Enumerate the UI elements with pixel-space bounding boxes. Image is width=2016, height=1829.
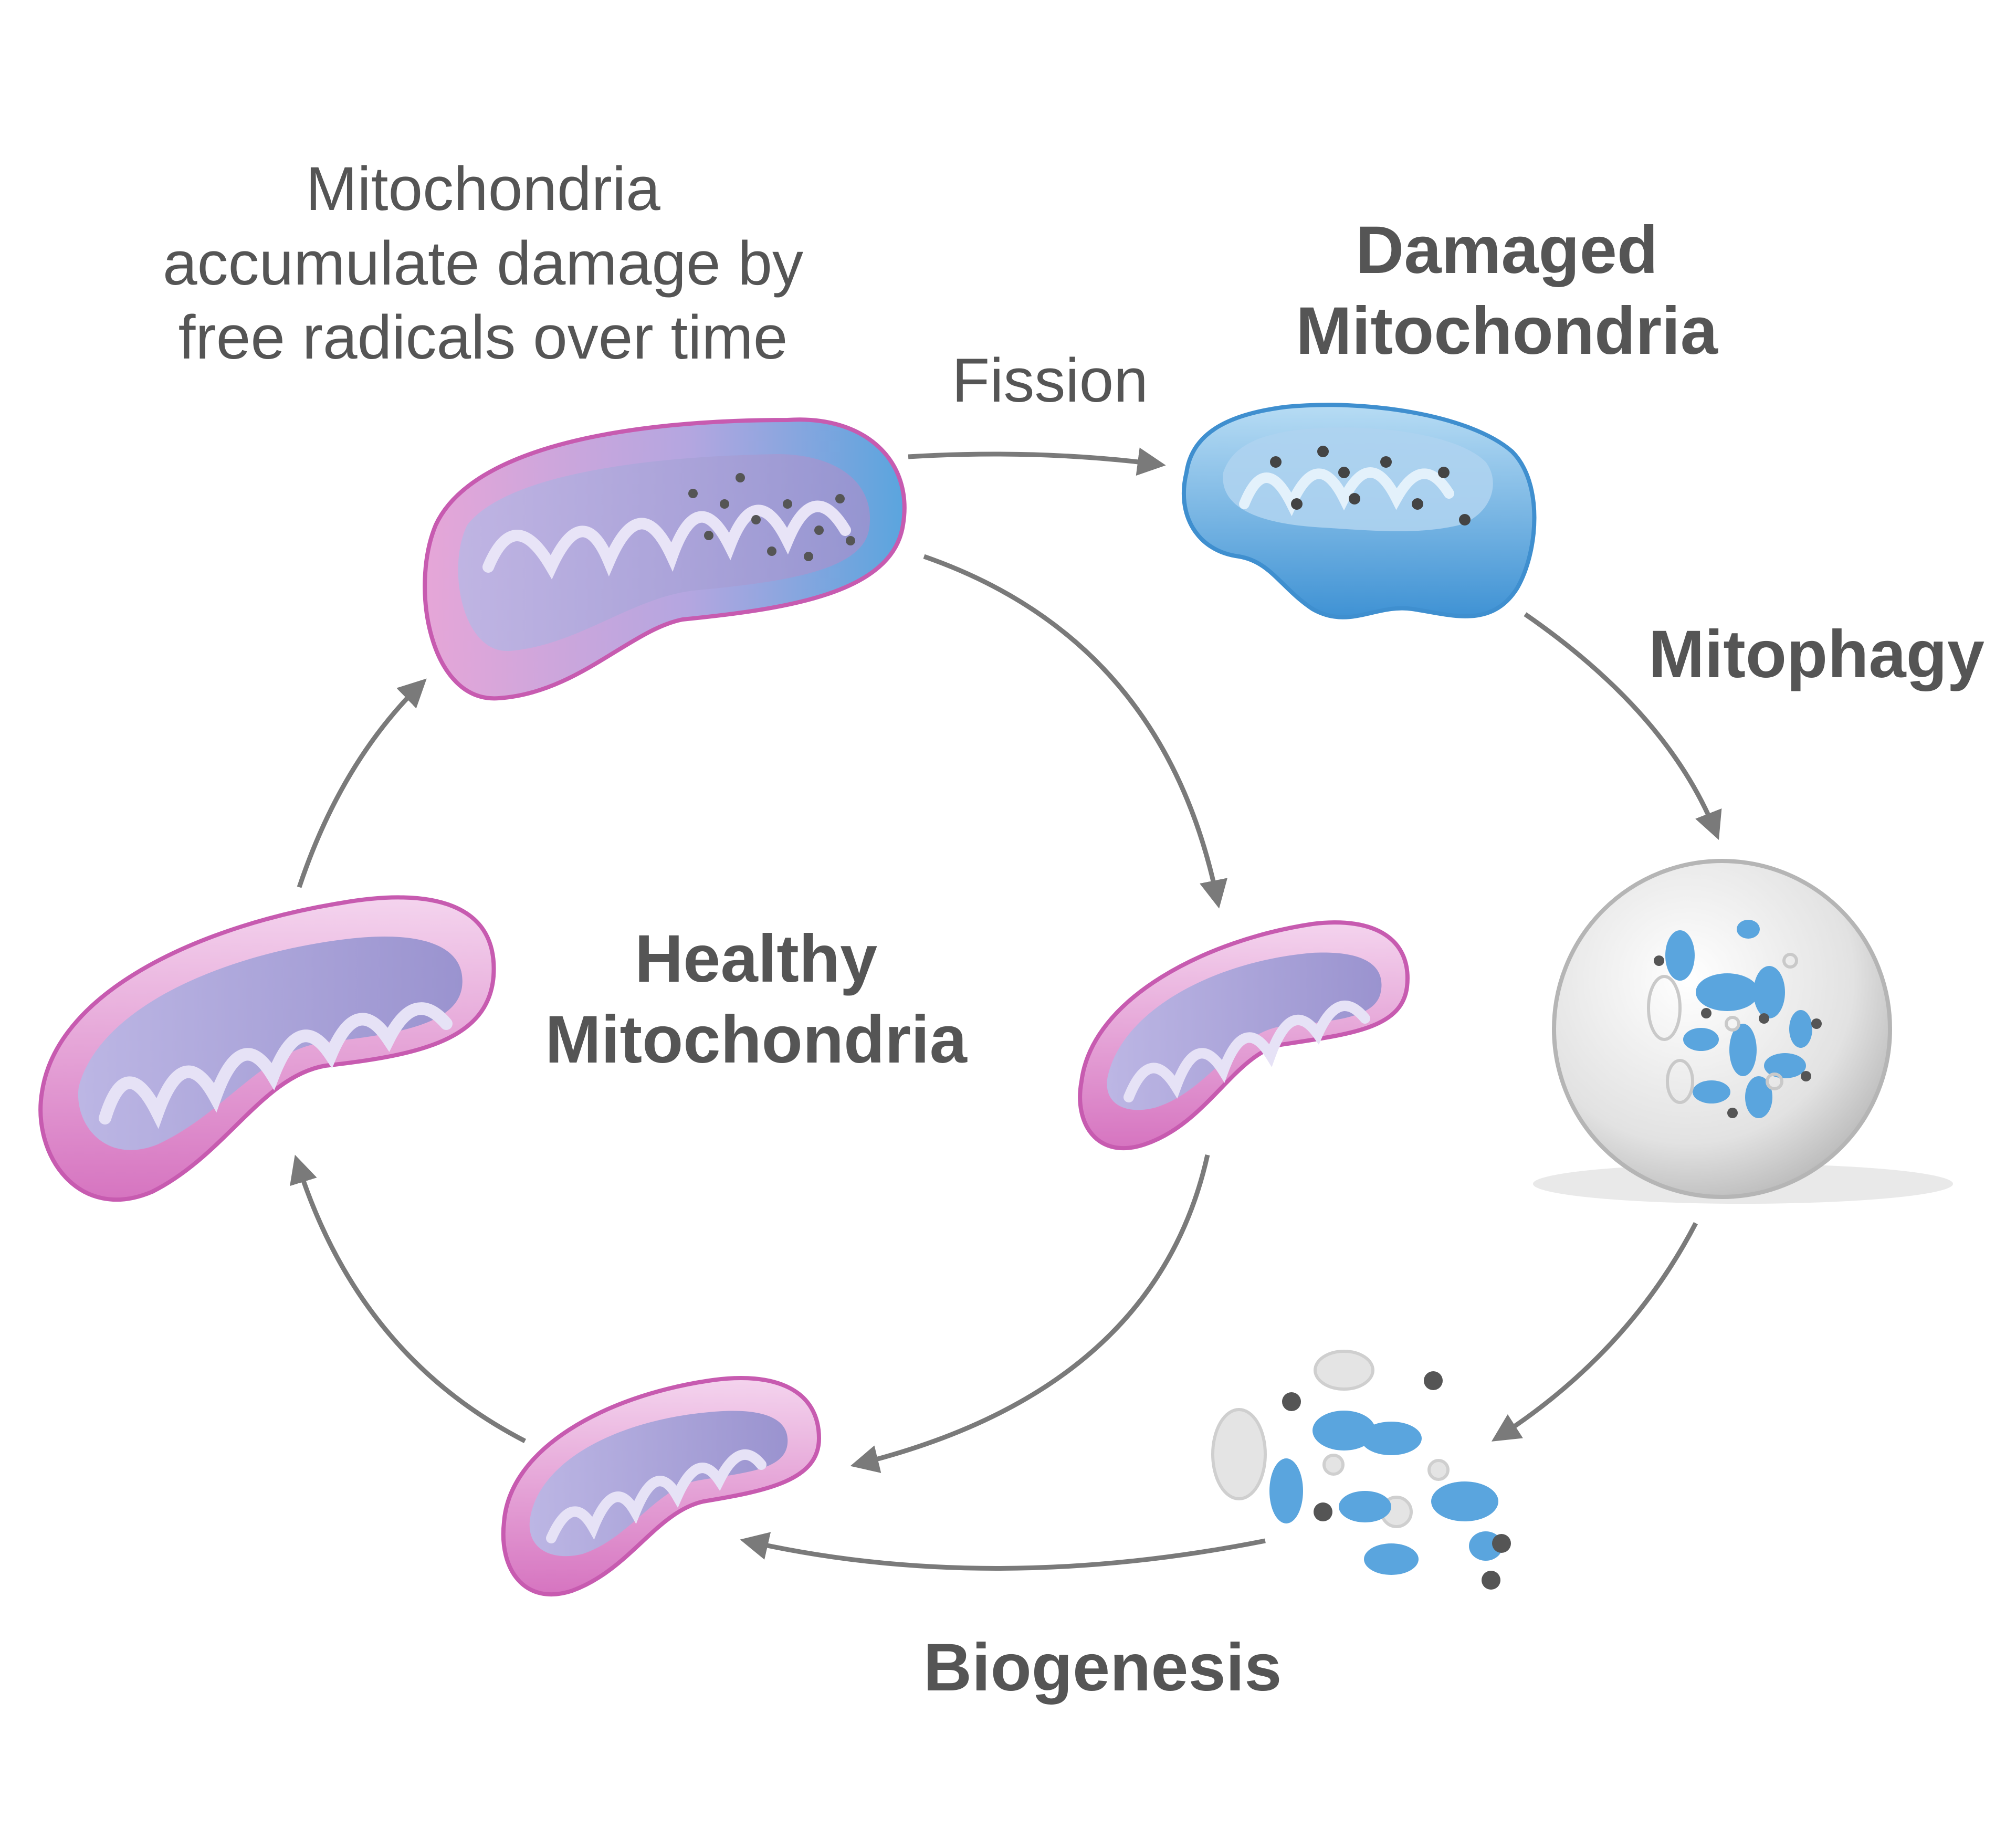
caption-line-2: accumulate damage by — [162, 228, 804, 298]
arrow-to-fragments — [1491, 1222, 1698, 1442]
damaged-line-1: Damaged — [1355, 213, 1658, 288]
caption-line-1: Mitochondria — [306, 154, 660, 224]
damaged-mitochondria-label: Damaged Mitochondria — [1250, 210, 1764, 371]
caption-line-3: free radicals over time — [178, 303, 788, 373]
biogenesis-label: Biogenesis — [923, 1630, 1282, 1705]
healthy-mitochondria-label: Healthy Mitochondria — [499, 919, 1013, 1080]
arrow-mitophagy — [1524, 612, 1722, 840]
arrow-to-healthy-bottom — [850, 1154, 1210, 1473]
healthy-line-2: Mitochondria — [545, 1002, 967, 1077]
mitophagy-label: Mitophagy — [1648, 617, 1984, 692]
mitochondrion-healthy-right — [1078, 920, 1410, 1151]
arrow-fission — [908, 447, 1166, 476]
mitochondrion-damaged — [1181, 403, 1537, 619]
mitochondrial-fragments — [1211, 1350, 1511, 1590]
arrow-biogenesis — [740, 1532, 1266, 1571]
arrow-to-healthy-right — [923, 554, 1227, 909]
healthy-line-1: Healthy — [634, 921, 878, 996]
lysosome — [1533, 859, 1953, 1204]
mitochondrion-damaging — [423, 417, 907, 701]
mitochondrion-healthy-left — [38, 895, 496, 1202]
fission-label: Fission — [952, 346, 1148, 415]
arrow-to-healthy-left — [290, 1154, 527, 1443]
damaged-line-2: Mitochondria — [1296, 293, 1718, 369]
caption-damage-accumulation: Mitochondria accumulate damage by free r… — [94, 152, 872, 375]
arrow-to-top — [297, 678, 427, 888]
mitochondrion-healthy-bottom — [501, 1375, 822, 1596]
